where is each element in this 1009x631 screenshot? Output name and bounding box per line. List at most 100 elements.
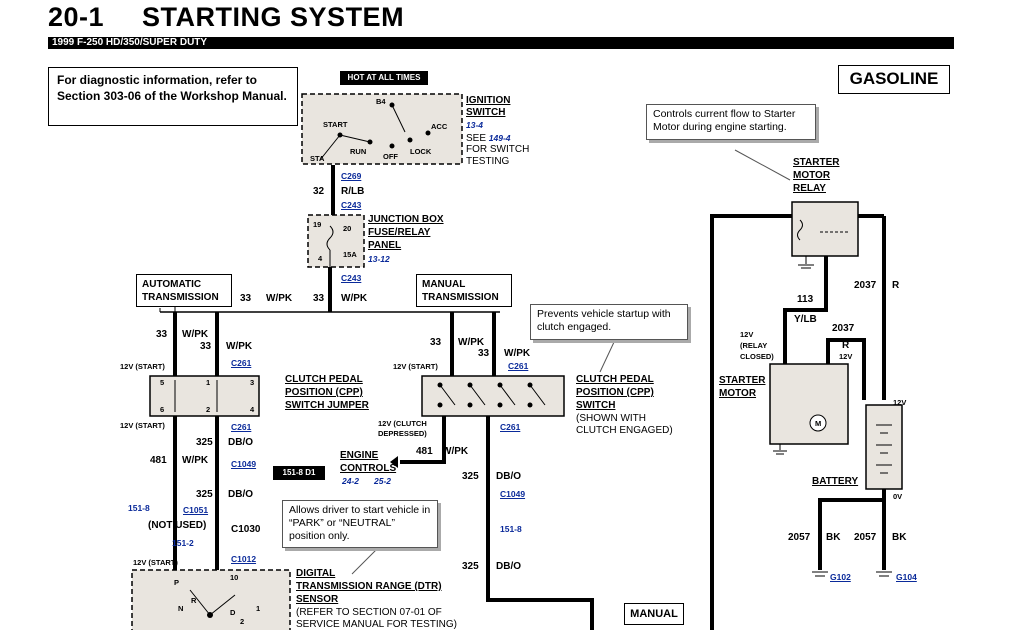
relay-title-3: RELAY — [793, 183, 826, 194]
junction-title-1: JUNCTION BOX — [368, 214, 444, 225]
engine-controls-ref-1: 24-2 — [342, 476, 360, 486]
ground-g104: G104 — [896, 572, 917, 582]
wire-325-b-color: DB/O — [228, 489, 253, 500]
starter-relay-box — [791, 201, 859, 257]
wire-33-a: 33 — [240, 293, 252, 304]
ref-151-8-b: 151-8 — [500, 524, 522, 534]
engine-controls-ref-2: 25-2 — [374, 476, 392, 486]
wire-325-a-color: DB/O — [228, 437, 253, 448]
jumper-pin-4: 4 — [250, 405, 255, 414]
ignition-for-2: TESTING — [466, 156, 510, 167]
wire-33-c: 33 — [156, 329, 168, 340]
volt-12v-relay-3: CLOSED) — [740, 352, 774, 361]
ignition-title-2: SWITCH — [466, 107, 506, 118]
jb-fuse: 15A — [343, 250, 357, 259]
jumper-pin-5: 5 — [160, 378, 165, 387]
connector-c1051: C1051 — [183, 505, 209, 515]
dtr-d: D — [230, 608, 236, 617]
cpp-switch-note-1: (SHOWN WITH — [576, 413, 646, 424]
wire-325-a: 325 — [196, 437, 213, 448]
wire-33-b-color: W/PK — [341, 293, 368, 304]
cpp-jumper-box — [149, 375, 260, 417]
wire-2037-b: 2037 — [832, 323, 855, 334]
wire-325-b: 325 — [196, 489, 213, 500]
battery-box — [865, 404, 903, 490]
dtr-pin-10: 10 — [230, 573, 239, 582]
volt-0v: 0V — [893, 492, 903, 501]
cpp-jumper-title-3: SWITCH JUMPER — [285, 400, 369, 411]
wire-33-b: 33 — [313, 293, 325, 304]
dtr-n: N — [178, 604, 184, 613]
hot-at-all-times-badge: HOT AT ALL TIMES — [340, 71, 428, 85]
ignition-see-ref: 149-4 — [488, 133, 511, 143]
volt-12v-start-4: 12V (START) — [133, 558, 178, 567]
volt-12v-relay-1: 12V — [740, 330, 754, 339]
jumper-pin-2: 2 — [206, 405, 211, 414]
run-label: RUN — [350, 147, 367, 156]
dtr-sensor-box — [131, 569, 291, 630]
relay-title-1: STARTER — [793, 157, 840, 168]
wire-32-color: R/LB — [341, 186, 365, 197]
wire-33-c-color: W/PK — [182, 329, 209, 340]
dtr-1: 1 — [256, 604, 261, 613]
allows-callout: Allows driver to start vehicle in “PARK”… — [282, 500, 438, 548]
junction-ref: 13-12 — [368, 254, 390, 264]
vehicle-bar: 1999 F-250 HD/350/SUPER DUTY — [48, 37, 954, 49]
wire-2057-b-color: BK — [892, 532, 907, 543]
wire-33-e-color: W/PK — [458, 337, 485, 348]
volt-12v-start-1: 12V (START) — [120, 362, 165, 371]
cpp-switch-title-1: CLUTCH PEDAL — [576, 374, 654, 385]
wire-481-b: 481 — [416, 446, 433, 457]
acc-label: ACC — [431, 122, 448, 131]
controls-callout: Controls current flow to Starter Motor d… — [646, 104, 816, 140]
wire-481-b-color: W/PK — [442, 446, 469, 457]
junction-title-2: FUSE/RELAY — [368, 227, 431, 238]
jumper-pin-1: 1 — [206, 378, 211, 387]
wire-481-a-color: W/PK — [182, 455, 209, 466]
engine-controls-title-1: ENGINE — [340, 450, 379, 461]
jb-pin-20: 20 — [343, 224, 352, 233]
diagnostic-note: For diagnostic information, refer to Sec… — [48, 67, 298, 126]
wire-481-a: 481 — [150, 455, 167, 466]
ref-151-8-a: 151-8 — [128, 503, 150, 513]
dtr-title-1: DIGITAL — [296, 568, 336, 579]
wire-2057-a-color: BK — [826, 532, 841, 543]
wire-325-d-color: DB/O — [496, 561, 521, 572]
dtr-title-3: SENSOR — [296, 594, 339, 605]
dtr-r: R — [191, 596, 197, 605]
wire-2037-a-color: R — [892, 280, 900, 291]
ref-151-2: 151-2 — [172, 538, 194, 548]
wire-2057-b: 2057 — [854, 532, 877, 543]
start-label: START — [323, 120, 348, 129]
wire-113: 113 — [797, 294, 814, 305]
wire-2037-a: 2037 — [854, 280, 877, 291]
connector-c243-a: C243 — [341, 200, 362, 210]
connector-c261-c: C261 — [231, 422, 252, 432]
jumper-pin-6: 6 — [160, 405, 165, 414]
wire-33-f: 33 — [478, 348, 490, 359]
not-used-label: (NOT USED) — [148, 520, 207, 531]
volt-12v-clutch-1: 12V (CLUTCH — [378, 419, 427, 428]
cpp-switch-box — [421, 375, 565, 417]
wire-33-d-color: W/PK — [226, 341, 253, 352]
volt-12v-start-3: 12V (START) — [120, 421, 165, 430]
battery-label: BATTERY — [812, 476, 859, 487]
wire-2037-b-color: R — [842, 340, 850, 351]
volt-12v-start-2: 12V (START) — [393, 362, 438, 371]
cpp-jumper-title-1: CLUTCH PEDAL — [285, 374, 363, 385]
connector-c243-b: C243 — [341, 273, 362, 283]
manual-badge: MANUAL — [624, 603, 684, 625]
volt-12v-relay-2: (RELAY — [740, 341, 768, 350]
connector-c269: C269 — [341, 171, 362, 181]
jb-pin-4: 4 — [318, 254, 323, 263]
connector-c261-d: C261 — [500, 422, 521, 432]
b4-label: B4 — [376, 97, 386, 106]
wire-113-color: Y/LB — [794, 314, 817, 325]
volt-12v-r: 12V — [839, 352, 853, 361]
wire-33-a-color: W/PK — [266, 293, 293, 304]
dtr-title-2: TRANSMISSION RANGE (DTR) — [296, 581, 442, 592]
motor-m: M — [815, 419, 822, 428]
